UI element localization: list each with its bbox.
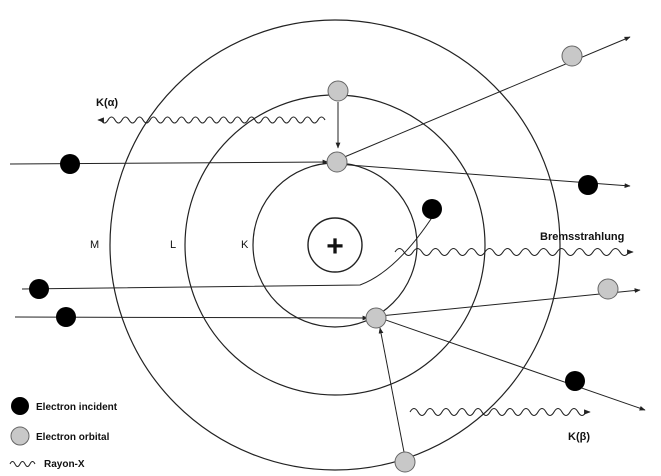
bremsstrahlung-electron <box>422 199 442 219</box>
label-k-alpha: K(α) <box>96 97 118 109</box>
orbital-electron-k-top <box>326 151 348 173</box>
nucleus <box>307 217 363 273</box>
x-ray-wave-k-beta <box>409 407 591 417</box>
legend-xray-wave-icon <box>9 461 36 467</box>
x-ray-wave-k-alpha <box>97 116 326 124</box>
legend-orbital-label: Electron orbital <box>36 432 110 443</box>
scattered-electron-right-top <box>578 175 598 195</box>
label-bremsstrahlung: Bremsstrahlung <box>540 231 624 243</box>
orbital-electron-m-bottom <box>394 451 416 473</box>
shell-label-k: K <box>241 239 249 251</box>
shell-m <box>109 19 561 471</box>
scattered-electron-right-bottom <box>565 371 585 391</box>
legend-incident-label: Electron incident <box>36 402 118 413</box>
transition-m-to-k <box>378 327 405 453</box>
incident-electron-bottom-left <box>56 307 76 327</box>
nucleus-symbol: + <box>326 230 344 263</box>
bremsstrahlung-electron-path <box>21 204 441 290</box>
label-k-beta: K(β) <box>568 431 590 443</box>
orbital-electron-l-top <box>327 80 349 102</box>
shell-label-l: L <box>170 239 176 251</box>
legend-xray-label: Rayon-X <box>44 459 85 470</box>
orbital-electron-k-bottom <box>365 307 387 329</box>
incident-electron-mid-left <box>29 279 49 299</box>
x-ray-wave-bremsstrahlung <box>394 247 634 257</box>
legend-orbital-swatch <box>10 426 30 446</box>
incident-electron-top-left <box>60 154 80 174</box>
ejected-orbital-electron-top-right <box>561 45 583 67</box>
scattered-path-bottom-down <box>379 317 646 411</box>
legend: Electron incident Electron orbital Rayon… <box>9 397 118 470</box>
ejected-k-electron-path <box>341 36 631 159</box>
scattered-path-bottom-up <box>379 288 641 317</box>
legend-incident-swatch <box>11 397 29 415</box>
incident-path-top <box>9 159 329 165</box>
shell-label-m: M <box>90 239 99 251</box>
ejected-orbital-electron-right <box>597 278 619 300</box>
